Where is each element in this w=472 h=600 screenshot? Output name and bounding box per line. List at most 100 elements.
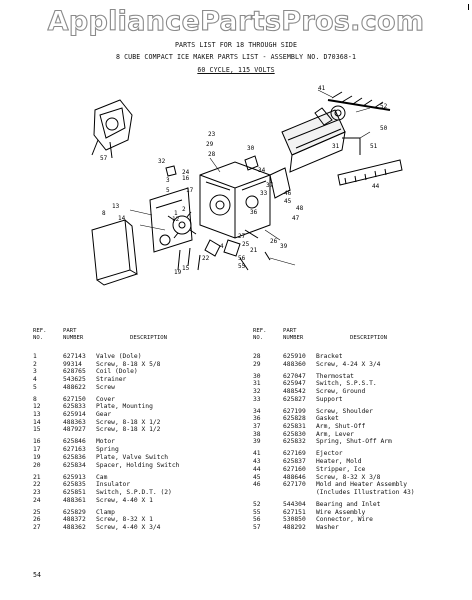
part-number: 488372: [63, 516, 86, 524]
part-description: Mold and Heater Assembly: [316, 481, 407, 489]
inset-detail: [91, 99, 133, 159]
part-description: Spring, Shut-Off Arm: [316, 438, 392, 446]
part-description: Stripper, Ice: [316, 465, 366, 473]
callout-label: 27: [238, 233, 246, 240]
part-number: 625914: [63, 411, 86, 419]
part-description: (Includes Illustration 43): [316, 488, 415, 496]
ref-number: 32: [253, 388, 261, 396]
ref-number: 36: [253, 415, 261, 423]
callout-label: 17: [186, 187, 194, 194]
part-description: Bearing and Inlet: [316, 500, 381, 508]
ref-number: 24: [33, 496, 41, 504]
ref-number: 56: [253, 516, 261, 524]
part-number: 544304: [283, 500, 306, 508]
ref-number: 57: [253, 523, 261, 531]
callout-label: 32: [158, 158, 166, 165]
crop-mark: [468, 4, 469, 10]
ref-number: 52: [253, 500, 261, 508]
ref-number: 46: [253, 481, 261, 489]
part-description: Bracket: [316, 353, 343, 360]
part-description: Cover: [96, 395, 115, 403]
part-number: 488363: [63, 418, 86, 426]
left-part-header: PART NUMBER: [63, 328, 84, 341]
part-description: Screw, 8-32 X 1: [96, 516, 153, 524]
callout-label: 48: [296, 205, 304, 212]
ref-number: 25: [33, 508, 41, 516]
part-description: Screw, Ground: [316, 388, 366, 396]
part-description: Arm, Shut-Off: [316, 423, 366, 431]
part-number: 625832: [283, 438, 306, 446]
left-ref-header: REF. NO.: [33, 328, 47, 341]
callout-label: 2: [182, 206, 186, 213]
ref-number: 19: [33, 453, 41, 461]
callout-label: 57: [100, 155, 108, 162]
ref-number: 1: [33, 353, 37, 360]
part-number: 625913: [63, 473, 86, 481]
part-number: 627150: [63, 395, 86, 403]
ref-number: 38: [253, 430, 261, 438]
callout-label: 24: [182, 169, 190, 176]
ref-number: 34: [253, 407, 261, 415]
parts-table-row: 46 627170 Mold and Heater Assembly: [253, 481, 463, 489]
callout-label: 36: [250, 209, 258, 216]
ref-number: 5: [33, 383, 37, 391]
part-number: 627163: [63, 446, 86, 454]
right-desc-header: DESCRIPTION: [350, 335, 388, 341]
ref-number: 37: [253, 423, 261, 431]
part-description: Gear: [96, 411, 112, 419]
parts-table-row: 32 488542 Screw, Ground: [253, 388, 463, 396]
callout-label: 47: [292, 215, 300, 222]
callout-label: 50: [380, 125, 388, 132]
part-number: 625828: [283, 415, 306, 423]
callout-label: 30: [247, 145, 255, 152]
callout-label: 31: [332, 143, 340, 150]
ref-number: 28: [253, 353, 261, 360]
part-description: Screw, 4-24 X 3/4: [316, 360, 381, 368]
part-number: 488622: [63, 383, 86, 391]
mounting-plate: [149, 187, 193, 253]
part-number: 543625: [63, 376, 86, 384]
ref-number: 2: [33, 360, 37, 368]
ref-number: 4: [33, 376, 37, 384]
part-number: 487927: [63, 426, 86, 434]
callout-label: 23: [208, 131, 216, 138]
part-number: 628765: [63, 368, 86, 376]
part-number: 625835: [63, 481, 86, 489]
callout-label: 34: [258, 167, 266, 174]
part-description: Motor: [96, 438, 115, 446]
callout-label: 4: [220, 243, 224, 250]
part-number: 488361: [63, 496, 86, 504]
part-description: Washer: [316, 523, 339, 531]
part-description: Thermostat: [316, 372, 354, 380]
parts-table-row: (Includes Illustration 43): [253, 489, 463, 497]
left-desc-header: DESCRIPTION: [130, 335, 168, 341]
part-description: Valve (Dole): [96, 353, 142, 360]
part-description: Screw, 8-32 X 3/8: [316, 473, 381, 481]
callout-label: 45: [284, 198, 292, 205]
callout-label: 37: [266, 182, 274, 189]
part-number: 627170: [283, 481, 306, 489]
part-number: 488542: [283, 388, 306, 396]
part-number: 625910: [283, 353, 306, 360]
part-number: 488362: [63, 523, 86, 531]
part-number: 627169: [283, 450, 306, 458]
ref-number: 27: [33, 523, 41, 531]
part-number: 625836: [63, 453, 86, 461]
